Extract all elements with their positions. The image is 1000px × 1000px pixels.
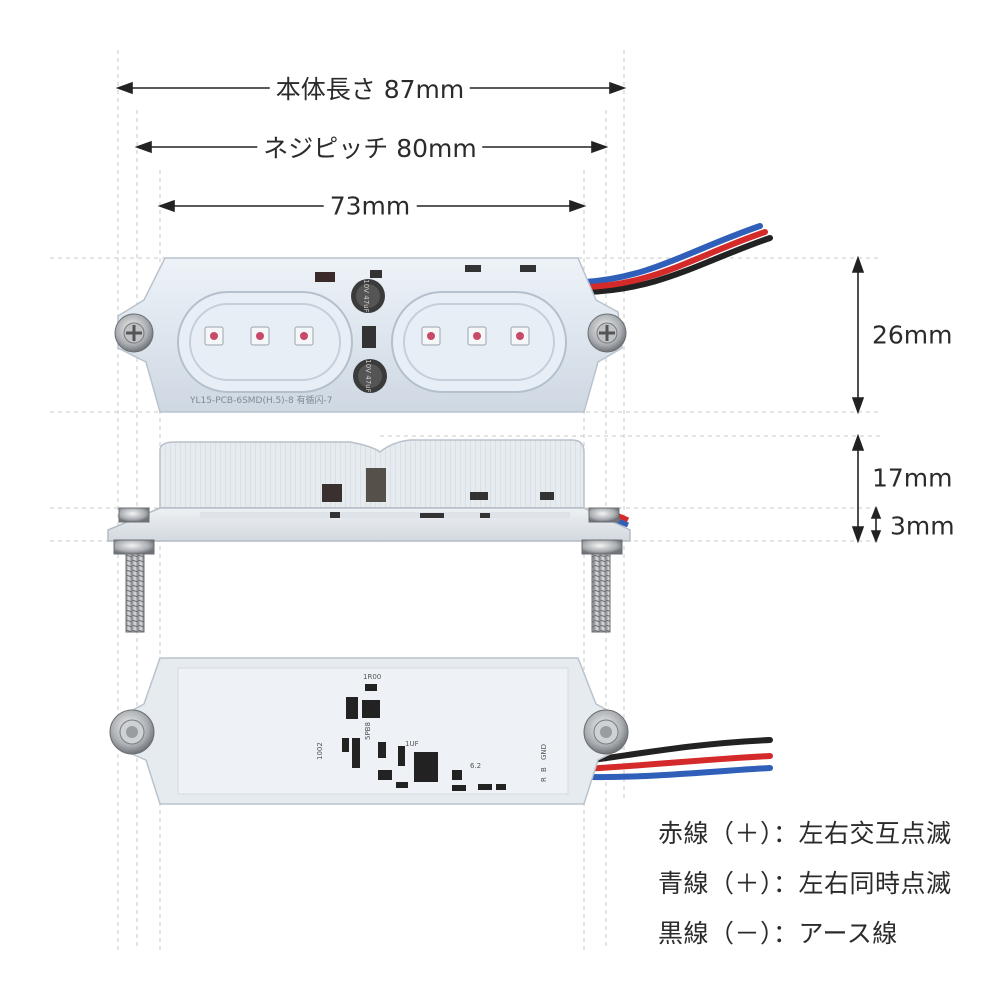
nut-right-bottom: [583, 709, 629, 755]
dim-height-side: 17mm: [872, 463, 953, 493]
dim-height-top: 26mm: [872, 320, 953, 350]
svg-text:10V 47uF: 10V 47uF: [362, 279, 370, 312]
screw-head-right-top: [587, 313, 627, 353]
pcb-marking-1: 1R00: [363, 673, 381, 681]
led-emitter-4: [427, 332, 435, 340]
led-emitter-6: [516, 332, 524, 340]
dim-body-length: 本体長さ 87mm: [269, 70, 471, 106]
dim-screw-pitch: ネジピッチ 80mm: [257, 129, 483, 165]
pcb-marking-3: 5PB8: [364, 722, 372, 740]
capacitor-top: 10V 47uF: [351, 279, 385, 313]
dim-inner-width: 73mm: [323, 191, 417, 221]
led-emitter-5: [473, 332, 481, 340]
wire-bundle-top: [582, 223, 773, 295]
pcb-marking-5: 6.2: [470, 762, 481, 770]
top-view-lamp: 10V 47uF 10V 47uF YL15-PCB-6SMD(H.5)-8 有…: [114, 223, 773, 413]
side-view-lamp: [107, 439, 631, 633]
bottom-view-lamp: 1R00 1002 5PB8 1UF 6.2 GND B R: [109, 657, 773, 805]
pcb-pin-gnd: GND: [540, 744, 548, 760]
legend-black-wire: 黒線（－）：アース線: [658, 919, 898, 948]
pcb-pin-r: R: [540, 777, 548, 782]
led-chips: [204, 326, 530, 346]
capacitor-bottom: 10V 47uF: [353, 359, 387, 393]
pcb-silk-label: YL15-PCB-6SMD(H.5)-8 有循闪-7: [189, 394, 333, 406]
legend-red-wire: 赤線（＋）：左右交互点滅: [658, 819, 952, 848]
led-emitter-1: [210, 332, 218, 340]
screw-head-left-top: [114, 313, 154, 353]
led-emitter-3: [300, 332, 308, 340]
pcb-marking-2: 1002: [316, 742, 324, 760]
nut-left-bottom: [109, 709, 155, 755]
led-emitter-2: [256, 332, 264, 340]
bolt-left-side: [113, 507, 155, 633]
pcb-pin-b: B: [540, 767, 548, 772]
dim-height-base: 3mm: [890, 511, 955, 541]
pcb-components: [342, 684, 506, 791]
bolt-right-side: [581, 507, 623, 633]
svg-text:10V 47uF: 10V 47uF: [364, 359, 372, 392]
pcb-marking-4: 1UF: [405, 740, 419, 748]
legend-blue-wire: 青線（＋）：左右同時点滅: [658, 869, 952, 898]
